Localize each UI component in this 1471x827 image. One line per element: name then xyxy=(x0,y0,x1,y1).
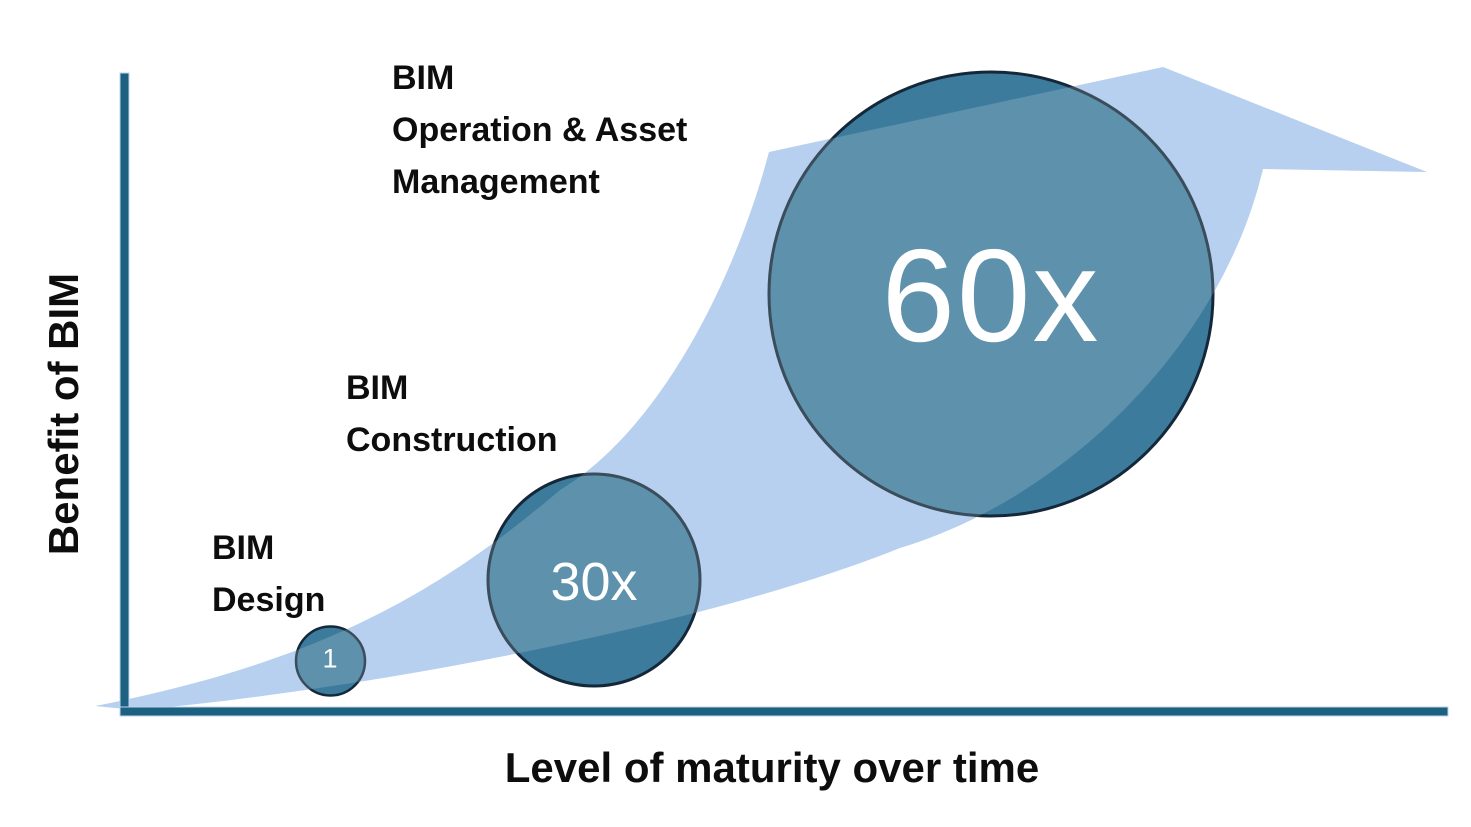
y-axis-line xyxy=(119,72,130,717)
bubble-design xyxy=(294,625,367,697)
x-axis-label: Level of maturity over time xyxy=(504,744,1040,791)
bubble-construction xyxy=(486,472,702,688)
x-axis-line xyxy=(119,706,1449,717)
stage-label-design: BIM Design xyxy=(212,529,326,619)
bubble-value-design: 1 xyxy=(322,643,338,674)
bubble-value-operation: 60x xyxy=(881,222,1101,369)
stage-label-operation: BIM Operation & Asset Management xyxy=(392,59,688,201)
y-axis-label: Benefit of BIM xyxy=(40,272,87,556)
growth-arrow-highlight-overlay xyxy=(95,67,1427,710)
bubble-operation xyxy=(767,70,1215,518)
bubble-value-construction: 30x xyxy=(550,552,638,612)
stage-label-construction: BIM Construction xyxy=(346,369,558,459)
